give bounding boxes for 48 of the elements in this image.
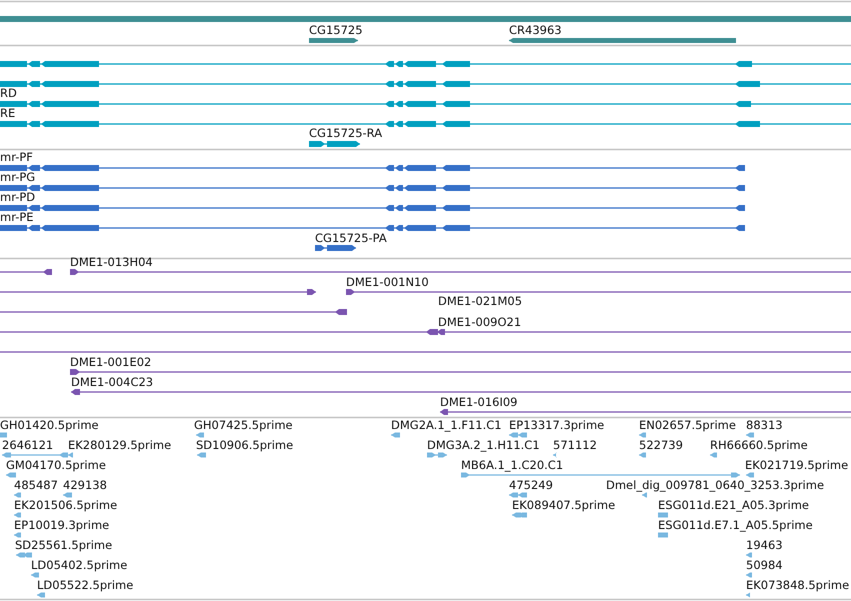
feature-label: EK073848.5prime: [746, 579, 850, 592]
feature-label: 429138: [63, 479, 107, 492]
feature-label: Dmel_dig_009781_0640_3253.3prime: [606, 479, 824, 492]
feature-label: DME1-009O21: [438, 316, 522, 329]
feature-label: 2646121: [2, 439, 54, 452]
feature-label: GH07425.5prime: [194, 419, 293, 432]
feature-label: 50984: [746, 559, 783, 572]
feature-label: GH01420.5prime: [0, 419, 99, 432]
feature-label: DME1-021M05: [438, 295, 522, 308]
feature-label: MB6A.1_1.C20.C1: [461, 459, 564, 472]
feature-label: LD05402.5prime: [31, 559, 128, 572]
feature-label: SD25561.5prime: [15, 539, 112, 552]
feature-label: RD: [0, 87, 17, 100]
feature-label: mr-PE: [0, 211, 34, 224]
feature-label: mr-PD: [0, 191, 36, 204]
feature-label: EK089407.5prime: [512, 499, 616, 512]
feature-label: DME1-013H04: [70, 256, 153, 269]
feature-label: 19463: [746, 539, 783, 552]
feature-label: EK280129.5prime: [68, 439, 172, 452]
feature-label: 485487: [14, 479, 58, 492]
feature-label: RE: [0, 107, 16, 120]
feature-label: 88313: [746, 419, 783, 432]
feature-label: CG15725-PA: [315, 232, 387, 245]
feature-label: ESG011d.E21_A05.3prime: [658, 499, 810, 512]
feature-label: GM04170.5prime: [6, 459, 106, 472]
feature-label: SD10906.5prime: [196, 439, 294, 452]
feature-label: EP13317.3prime: [509, 419, 604, 432]
feature-label: mr-PF: [0, 151, 33, 164]
feature-label: DMG2A.1_1.F11.C1: [391, 419, 502, 432]
feature-label: DMG3A.2_1.H11.C1: [427, 439, 540, 452]
feature-label: DME1-004C23: [71, 376, 154, 389]
feature-label: DME1-001E02: [70, 356, 152, 369]
feature-label: EN02657.5prime: [639, 419, 736, 432]
feature-label: DME1-001N10: [346, 276, 429, 289]
feature-label: DME1-016I09: [440, 396, 518, 409]
feature-label: RH66660.5prime: [710, 439, 808, 452]
feature-label: EK021719.5prime: [745, 459, 848, 472]
feature-label: CG15725-RA: [309, 127, 382, 140]
feature-label: 522739: [639, 439, 683, 452]
feature-label: CG15725: [309, 24, 363, 37]
feature-label: mr-PG: [0, 171, 36, 184]
feature-label: 475249: [509, 479, 553, 492]
feature-label: ESG011d.E7.1_A05.5prime: [658, 519, 813, 532]
feature-label: EP10019.3prime: [14, 519, 110, 532]
feature-label: 571112: [553, 439, 597, 452]
feature-label: CR43963: [509, 24, 562, 37]
feature-label: EK201506.5prime: [14, 499, 118, 512]
feature-label: LD05522.5prime: [37, 579, 134, 592]
